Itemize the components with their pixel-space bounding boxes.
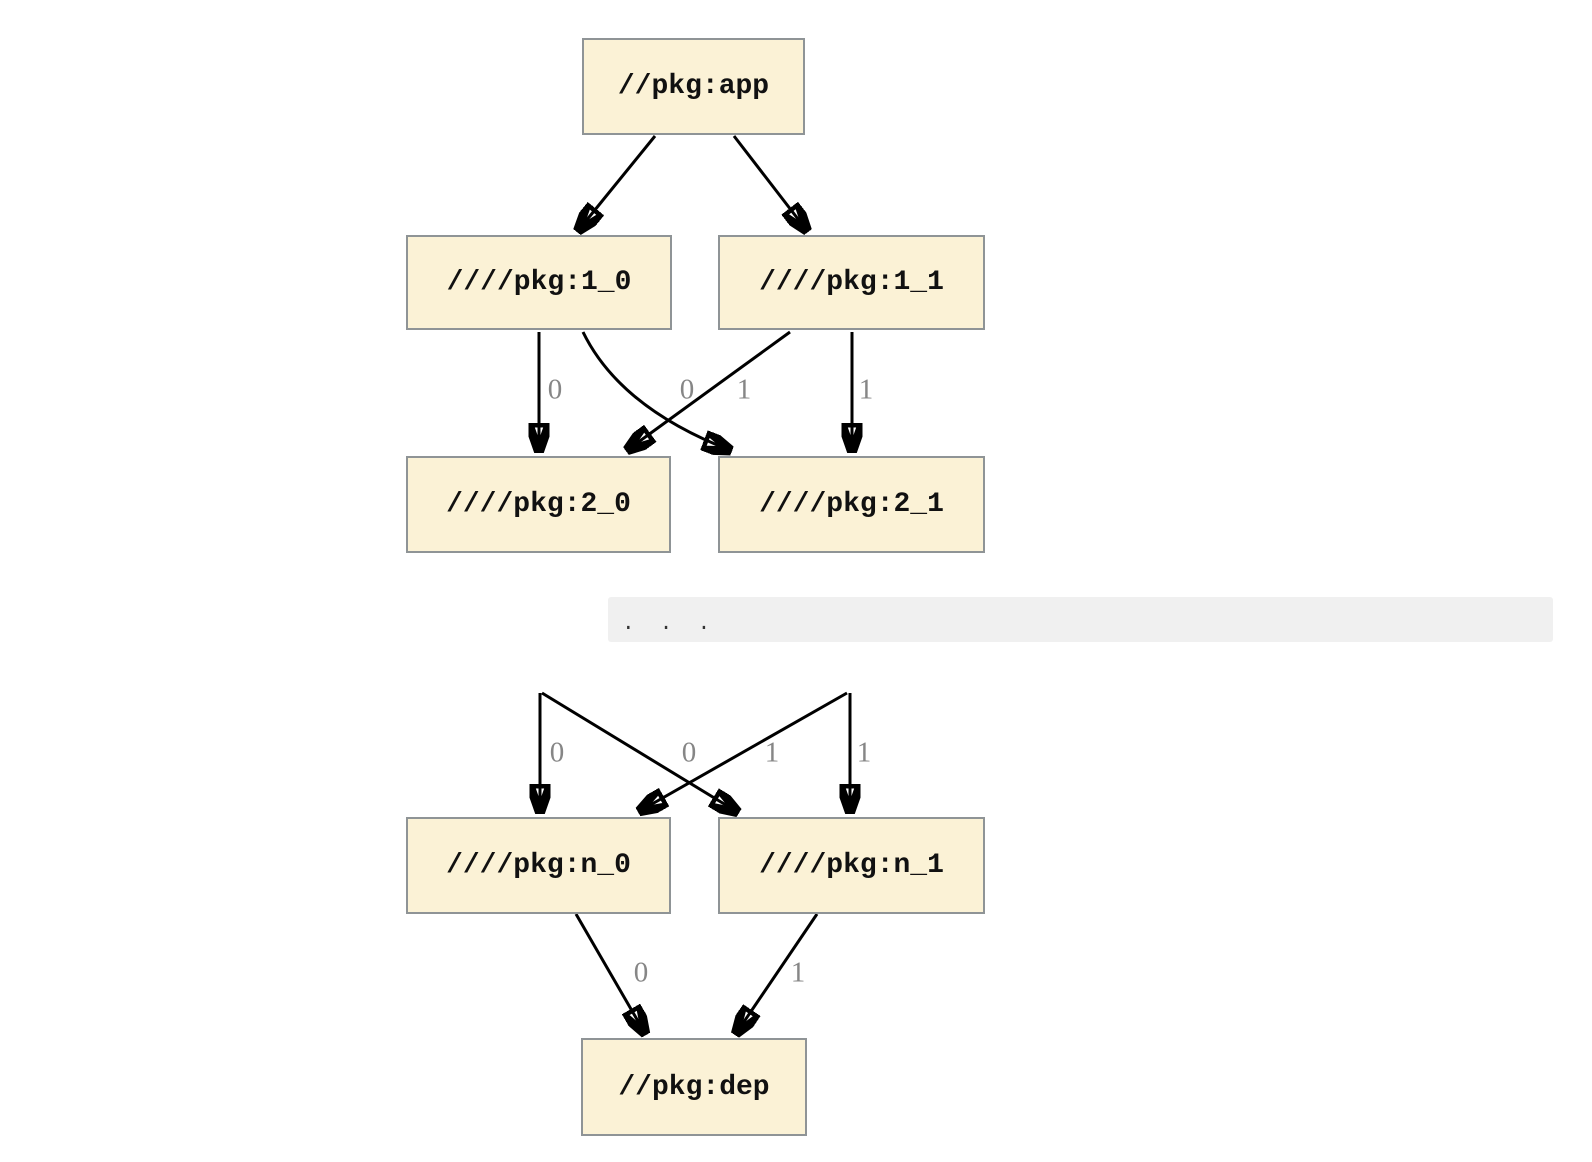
node-pkg-n_1: ////pkg:n_1 [718, 817, 985, 914]
ellipsis-dots: . . . [622, 613, 711, 636]
edge-prev2-to-n_0 [638, 691, 848, 812]
node-label: ////pkg:2_1 [759, 489, 944, 520]
edge-1_1-to-2_0 [626, 330, 791, 451]
node-label: //pkg:app [617, 71, 770, 102]
node-label: ////pkg:1_1 [759, 267, 944, 298]
node-pkg-1_0: ////pkg:1_0 [406, 235, 672, 330]
ellipsis-code-bar: . . . [608, 597, 1553, 642]
node-label: ////pkg:2_0 [446, 489, 631, 520]
node-label: ////pkg:n_0 [446, 850, 631, 881]
node-pkg-2_0: ////pkg:2_0 [406, 456, 671, 553]
edge-label-tier1-3: 1 [858, 373, 874, 406]
edge-label-tier2-3: 1 [856, 736, 872, 769]
edge-prev-to-n_1 [541, 691, 739, 813]
edge-label-tier3-1: 1 [790, 956, 806, 989]
edge-label-tier1-0: 0 [547, 373, 563, 406]
edge-n_1-to-dep [735, 913, 819, 1035]
edge-label-tier2-0: 0 [549, 736, 565, 769]
edge-label-tier2-2: 1 [764, 736, 780, 769]
node-pkg-dep: //pkg:dep [581, 1038, 807, 1136]
node-label: ////pkg:n_1 [759, 850, 944, 881]
node-label: //pkg:dep [618, 1071, 770, 1103]
edge-app-to-1_1 [732, 135, 808, 232]
node-label: ////pkg:1_0 [446, 267, 632, 298]
edge-n_0-to-dep [574, 913, 646, 1035]
node-pkg-2_1: ////pkg:2_1 [718, 456, 985, 553]
edge-label-tier3-0: 0 [633, 956, 649, 989]
edge-label-tier1-1: 0 [679, 373, 695, 406]
node-pkg-app: //pkg:app [582, 38, 805, 135]
node-pkg-n_0: ////pkg:n_0 [406, 817, 671, 914]
edge-1_0-to-2_1 [581, 331, 732, 451]
edge-label-tier1-2: 1 [736, 373, 752, 406]
node-pkg-1_1: ////pkg:1_1 [718, 235, 985, 330]
edge-app-to-1_0 [577, 135, 657, 232]
edge-label-tier2-1: 0 [681, 736, 697, 769]
